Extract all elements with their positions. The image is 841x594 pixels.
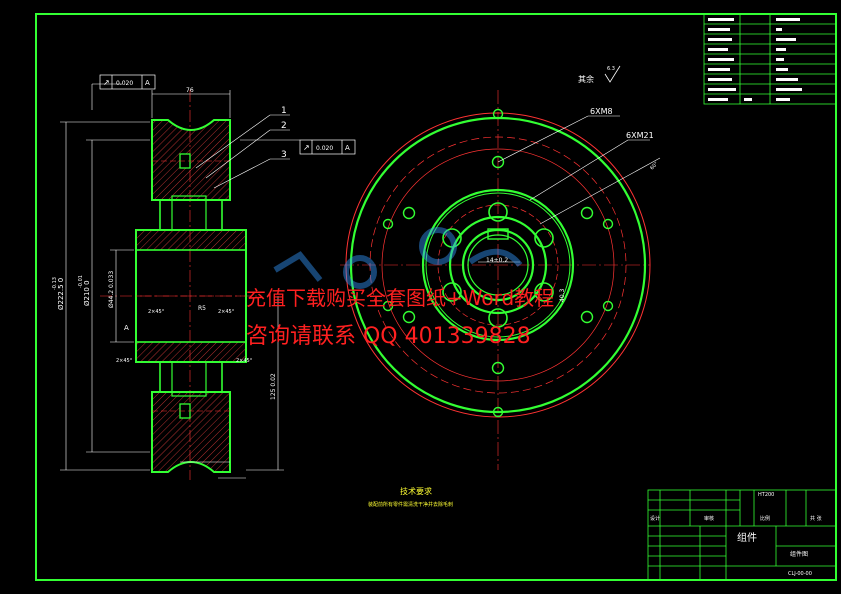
balloon-2: 2: [281, 121, 287, 131]
dim-outer-tol: -0.13: [52, 277, 58, 290]
watermark-line1: 充值下载购买全套图纸+Word教程: [246, 286, 554, 310]
watermark-logo: [273, 227, 523, 289]
parameter-table: [703, 13, 837, 105]
tolerance-frame-2: [299, 139, 356, 155]
parameter-table-marks: [708, 18, 802, 101]
chamfer-2: 2×45°: [218, 309, 235, 315]
sheet-border: [35, 13, 837, 581]
dim-pitch-tol: -0.01: [78, 275, 84, 288]
tech-req-title: 技术要求: [400, 486, 432, 496]
title-design: 设计: [650, 515, 660, 522]
tol1-value: 0.020: [116, 80, 133, 87]
surface-finish-icon: [604, 65, 621, 83]
title-check: 审核: [704, 515, 714, 522]
upper-rim: [151, 119, 231, 201]
label-depth: 40.3: [559, 288, 566, 302]
lower-rim: [151, 391, 231, 473]
surface-finish-value: 6.3: [607, 66, 615, 72]
balloon-3: 3: [281, 150, 287, 160]
title-sheet: 共 张: [810, 515, 822, 522]
title-scale: 比例: [760, 515, 770, 522]
chamfer-3: 2×45°: [116, 358, 133, 364]
chamfer-4: 2×45°: [236, 358, 253, 364]
dim-bore: Ø44.2 0.033: [108, 271, 115, 308]
balloon-1: 1: [281, 106, 287, 116]
dim-r: R5: [198, 305, 206, 312]
dim-width: 76: [186, 87, 194, 94]
datum-a: A: [124, 324, 129, 332]
dim-bottom: 125 0.02: [270, 373, 277, 400]
dim-pitch-dia: Ø210 0: [83, 280, 91, 306]
dim-outer-dia: Ø222.5 0: [57, 278, 65, 310]
title-drawing-no: CLJ-00-00: [788, 571, 812, 577]
chamfer-1: 2×45°: [148, 309, 165, 315]
title-material: HT200: [758, 492, 774, 498]
label-angle: 60°: [649, 161, 660, 172]
front-view: [340, 90, 661, 470]
label-6xm8: 6XM8: [590, 107, 613, 116]
title-block: [647, 489, 837, 581]
title-company: 组件图: [790, 550, 808, 558]
title-name: 组件: [737, 531, 757, 544]
tolerance-frame-1: [99, 74, 156, 90]
label-keyway: 14±0.2: [486, 257, 508, 264]
tol2-datum: A: [345, 144, 350, 152]
tol2-symbol: ↗: [303, 143, 310, 152]
label-6xm21: 6XM21: [626, 131, 654, 140]
watermark-line2: 咨询请联系 QQ 401339828: [246, 324, 531, 349]
section-view: [60, 83, 300, 480]
tech-req-line: 装配前所有零件需清洗干净并去除毛刺: [368, 501, 453, 508]
tol1-symbol: ↗: [103, 78, 110, 87]
surface-finish-label: 其余: [578, 74, 594, 84]
tol1-datum: A: [145, 79, 150, 87]
tol2-value: 0.020: [316, 145, 333, 152]
